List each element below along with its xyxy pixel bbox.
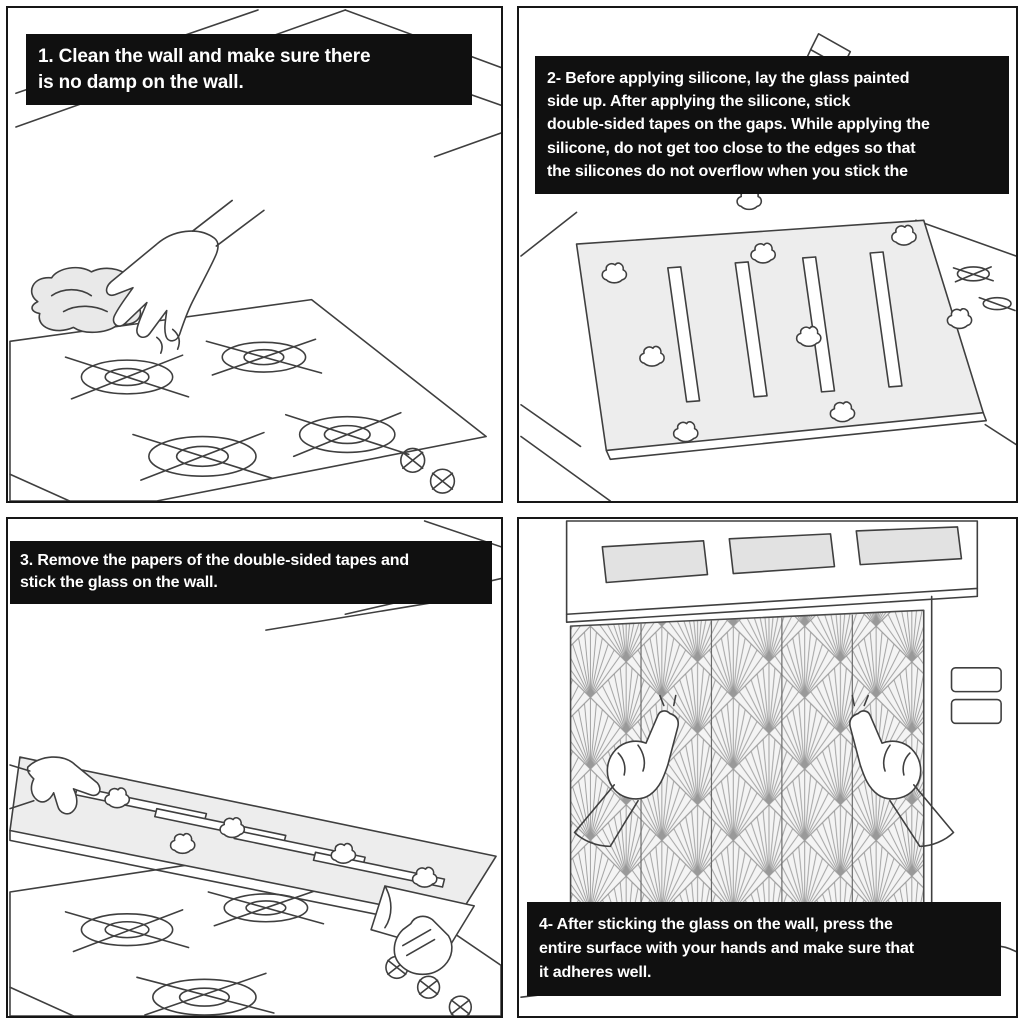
step-4-panel: 4- After sticking the glass on the wall,…	[517, 517, 1018, 1018]
step-2-caption: 2- Before applying silicone, lay the gla…	[535, 56, 1009, 194]
wiping-hand-icon	[105, 199, 265, 342]
motion-marks	[155, 328, 181, 354]
step-4-illustration	[520, 520, 1016, 998]
glass-sheet	[575, 219, 988, 461]
step-3-illustration	[9, 520, 501, 1016]
right-holding-hand-icon	[393, 915, 453, 976]
left-pressing-hand-icon	[573, 694, 679, 848]
step-1-caption: 1. Clean the wall and make sure there is…	[26, 34, 472, 106]
tape-strips	[667, 251, 903, 403]
left-holding-hand-icon	[9, 756, 101, 815]
background-perspective-lines	[520, 211, 1016, 501]
step-1-panel: 1. Clean the wall and make sure there is…	[6, 6, 503, 503]
step-3-caption: 3. Remove the papers of the double-sided…	[10, 541, 492, 604]
control-knobs	[400, 447, 456, 494]
range-hood	[565, 520, 979, 623]
wall-side-details	[930, 595, 1016, 977]
step-4-caption: 4- After sticking the glass on the wall,…	[527, 902, 1001, 996]
step-3-panel: 3. Remove the papers of the double-sided…	[6, 517, 503, 1018]
right-pressing-hand-icon	[849, 694, 955, 848]
burner-hint	[952, 266, 1016, 312]
step-1-illustration	[9, 9, 501, 501]
step-2-panel: 2- Before applying silicone, lay the gla…	[517, 6, 1018, 503]
cooktop	[9, 298, 487, 501]
